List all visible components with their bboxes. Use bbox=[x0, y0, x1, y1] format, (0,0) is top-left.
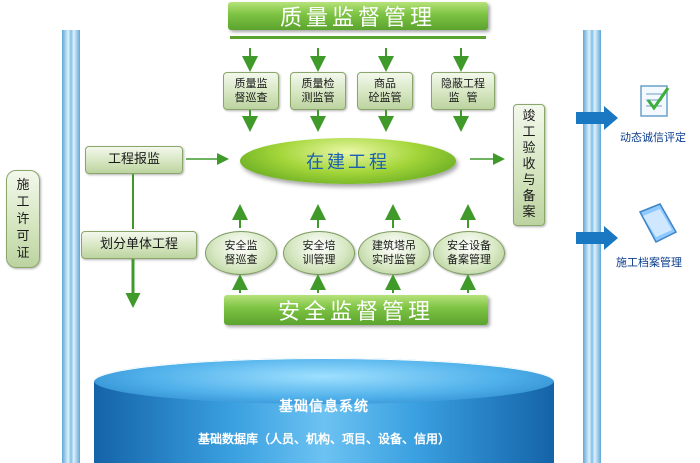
completion-char: 备 bbox=[522, 189, 536, 204]
folder-icon bbox=[638, 203, 678, 243]
completion-char: 收 bbox=[522, 157, 536, 172]
left-bar bbox=[62, 30, 80, 463]
quality-supervision-title: 质量监督管理 bbox=[228, 2, 488, 31]
quality-divider bbox=[230, 36, 486, 39]
project-under-construction: 在建工程 bbox=[240, 138, 456, 184]
completion-char: 案 bbox=[522, 205, 536, 220]
safety-item-pill: 安全培训管理 bbox=[283, 231, 355, 275]
quality-item-box: 商品砼监管 bbox=[357, 72, 413, 110]
permit-char: 证 bbox=[16, 245, 30, 261]
checklist-icon bbox=[640, 85, 670, 117]
safety-item-pill: 建筑塔吊实时监管 bbox=[358, 231, 430, 275]
base-database-label: 基础数据库（人员、机构、项目、设备、信用） bbox=[197, 432, 450, 446]
completion-char: 竣 bbox=[522, 109, 536, 124]
quality-item-box: 质量检测监管 bbox=[290, 72, 346, 110]
cylinder-top bbox=[94, 358, 554, 404]
blue-arrow bbox=[576, 226, 618, 250]
safety-item-pill: 安全监督巡查 bbox=[205, 231, 277, 275]
center-label: 在建工程 bbox=[306, 152, 390, 173]
completion-acceptance-box: 竣 工 验 收 与 备 案 bbox=[513, 104, 545, 226]
safety-supervision-title: 安全监督管理 bbox=[224, 295, 488, 325]
completion-char: 验 bbox=[522, 141, 536, 156]
permit-char: 可 bbox=[16, 228, 30, 244]
quality-item-box: 质量监督巡查 bbox=[223, 72, 279, 110]
construction-permit-box: 施 工 许 可 证 bbox=[6, 170, 40, 268]
completion-char: 与 bbox=[522, 173, 536, 188]
quality-item-box: 隐蔽工程监 管 bbox=[431, 72, 495, 110]
safety-item-pill: 安全设备备案管理 bbox=[433, 231, 505, 275]
permit-char: 许 bbox=[16, 211, 30, 227]
permit-char: 施 bbox=[16, 177, 30, 193]
blue-arrow bbox=[576, 106, 618, 130]
project-report-box: 工程报监 bbox=[85, 146, 183, 174]
permit-char: 工 bbox=[16, 194, 30, 210]
divide-unit-project-box: 划分单体工程 bbox=[81, 231, 197, 259]
dynamic-credit-rating-label: 动态诚信评定 bbox=[620, 131, 686, 144]
completion-char: 工 bbox=[522, 125, 536, 140]
right-bar bbox=[583, 30, 601, 463]
base-info-system-label: 基础信息系统 bbox=[279, 399, 369, 415]
base-cylinder: 基础信息系统 基础数据库（人员、机构、项目、设备、信用） bbox=[94, 358, 554, 463]
construction-archive-label: 施工档案管理 bbox=[616, 256, 682, 269]
